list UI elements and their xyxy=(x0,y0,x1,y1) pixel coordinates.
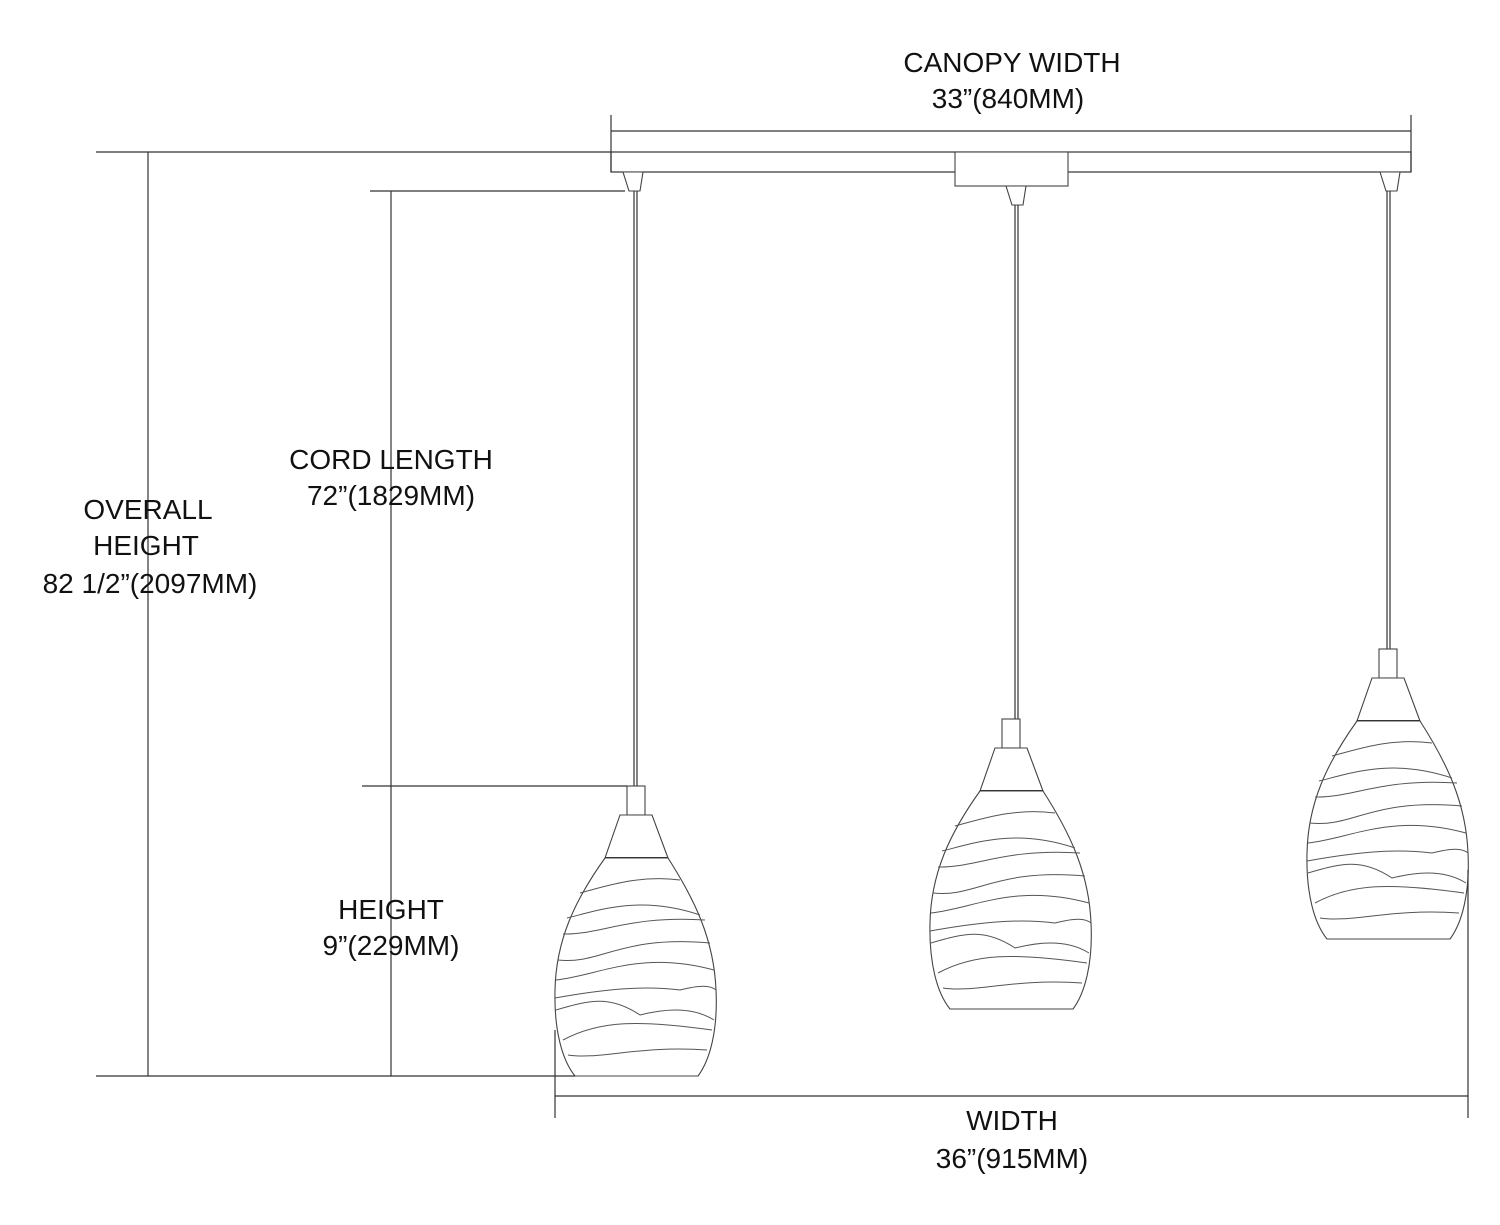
width-value: 36”(915MM) xyxy=(936,1143,1088,1174)
overall-height-title-1: OVERALL xyxy=(83,494,212,525)
overall-height-value: 82 1/2”(2097MM) xyxy=(43,568,258,599)
height-value: 9”(229MM) xyxy=(323,930,460,961)
dimension-lines xyxy=(96,151,1469,1118)
pendant-right xyxy=(1305,648,1470,940)
cord-length-title: CORD LENGTH xyxy=(289,444,493,475)
canopy-width-value: 33”(840MM) xyxy=(932,83,1084,114)
pendant-center xyxy=(928,718,1093,1010)
width-title: WIDTH xyxy=(966,1105,1058,1136)
overall-height-title-2: HEIGHT xyxy=(93,530,199,561)
canopy xyxy=(610,115,1412,206)
cord-length-value: 72”(1829MM) xyxy=(307,480,475,511)
cords xyxy=(633,191,1391,786)
height-title: HEIGHT xyxy=(338,894,444,925)
canopy-width-title: CANOPY WIDTH xyxy=(903,47,1120,78)
pendant-left xyxy=(553,785,718,1077)
